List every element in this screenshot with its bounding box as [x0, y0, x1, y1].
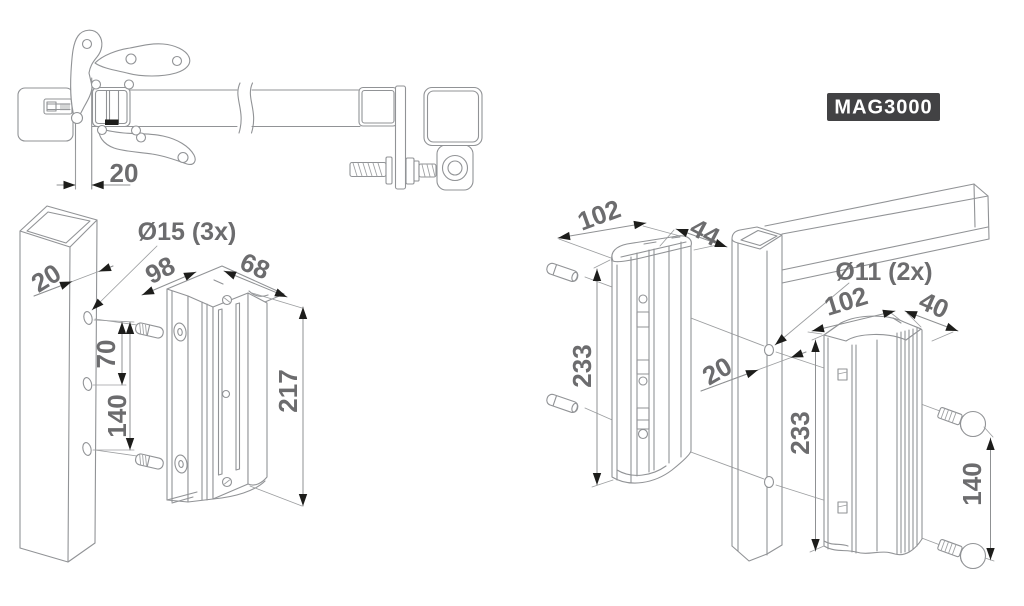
handle-profile — [611, 235, 692, 484]
dim-plan-gap: 20 — [110, 158, 139, 188]
plan-gate-arm — [91, 82, 361, 134]
handle-profile-ribs — [616, 241, 682, 484]
dim-plate-height: 233 — [785, 411, 815, 454]
plan-lock-body — [90, 79, 142, 136]
plan-hinge-assembly — [349, 85, 483, 191]
mag3000-badge: MAG3000 — [827, 93, 940, 121]
dim-screw-spacing: 140 — [957, 462, 987, 505]
armature-profile-ribs — [827, 327, 918, 555]
plate-hole-2 — [837, 501, 848, 514]
gate-beam — [764, 183, 990, 284]
mounting-bolt-bottom — [134, 453, 164, 470]
gate-post-hole-1 — [763, 343, 775, 357]
plan-gap-dimension: 20 — [56, 132, 139, 190]
plan-handle-lever — [70, 29, 103, 123]
dim-handle-width: 102 — [573, 193, 624, 236]
plan-magnet-pad — [105, 119, 119, 125]
magnet-assembly — [166, 265, 285, 504]
break-line — [237, 82, 242, 134]
pin-top — [546, 262, 579, 283]
dim-post-hole-offset: 20 — [26, 258, 66, 299]
mounting-bolt-top — [134, 322, 164, 339]
plan-pivot — [70, 111, 84, 125]
dim-hole-spacing-total: 140 — [102, 394, 132, 437]
magnet-pole-slots — [217, 302, 241, 476]
armature-profile — [823, 315, 923, 556]
dim-gate-gap: 20 — [697, 351, 737, 391]
post-hole-1 — [83, 311, 93, 325]
dim-handle-height: 233 — [567, 344, 597, 387]
pin-bottom — [546, 393, 579, 414]
dim-plate-width: 102 — [821, 280, 871, 321]
post-detail-view: 20 Ø15 (3x) 98 68 70 140 217 — [19, 205, 308, 563]
dim-hole-spacing-upper: 70 — [91, 340, 121, 369]
plan-handle-wing-upper — [94, 43, 191, 77]
gate-detail-view: 102 44 233 Ø11 (2x) 20 102 40 — [546, 183, 995, 570]
dim-body-height: 217 — [273, 369, 303, 412]
plan-strike-slot — [43, 98, 73, 115]
square-post — [19, 205, 98, 563]
plate-hole-1 — [837, 368, 848, 381]
plan-handle-wing-lower — [98, 127, 196, 165]
post-hole-2 — [82, 377, 93, 391]
gate-post — [731, 226, 783, 562]
dim-hole-note-gate: Ø11 (2x) — [835, 258, 932, 286]
plan-view: 20 — [17, 29, 483, 191]
screw-top — [937, 407, 987, 438]
badge-label: MAG3000 — [834, 97, 932, 119]
plan-right-post — [423, 86, 483, 147]
post-hole-3 — [82, 442, 92, 456]
post-dimensions: 20 Ø15 (3x) 98 68 70 140 217 — [26, 218, 308, 507]
bracket-hole-bottom — [174, 454, 188, 474]
dim-hole-note: Ø15 (3x) — [138, 218, 237, 246]
screw-bottom — [937, 539, 987, 570]
break-line — [249, 82, 255, 134]
bracket-hole-top — [173, 322, 187, 342]
hinge-nut — [405, 157, 415, 185]
gate-post-hole-2 — [763, 475, 775, 489]
dim-plate-depth: 40 — [915, 285, 954, 324]
